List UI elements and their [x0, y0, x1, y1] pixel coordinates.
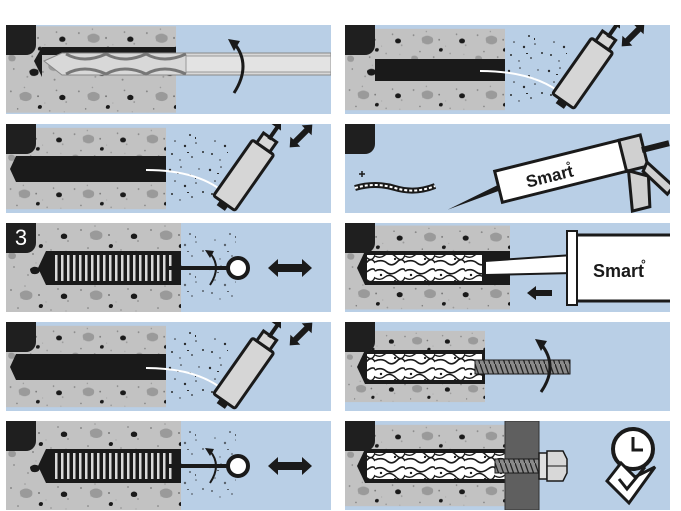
blowout-illustration: [6, 124, 331, 213]
step-panel-10: [345, 421, 670, 510]
step-badge: [345, 25, 375, 55]
dispense-illustration: Smart °: [345, 124, 670, 213]
inject-illustration: Smart °: [345, 223, 670, 312]
step-badge: [345, 124, 375, 154]
step-badge: [345, 223, 375, 253]
brush-illustration: [6, 223, 331, 312]
insert-rod-illustration: [345, 322, 670, 411]
step-badge: [345, 421, 375, 451]
clock-icon: [613, 429, 653, 469]
step-badge: [6, 421, 36, 451]
step-panel-9: [6, 421, 331, 510]
blowout-illustration: [345, 25, 670, 114]
brand-label: Smart: [593, 261, 644, 281]
step-panel-4: Smart °: [345, 124, 670, 213]
step-panel-8: [345, 322, 670, 411]
blowout-illustration: [6, 322, 331, 411]
step-panel-3: [6, 124, 331, 213]
step-badge: [345, 322, 375, 352]
drill-bit-icon: [44, 53, 331, 75]
step-badge: [6, 124, 36, 154]
brand-symbol: °: [641, 257, 646, 271]
step-badge: 3: [6, 223, 36, 253]
step-badge: [6, 25, 36, 55]
drill-illustration: [6, 25, 331, 114]
step-panel-2: [345, 25, 670, 114]
step-panel-5: 3: [6, 223, 331, 312]
brush-illustration: [6, 421, 331, 510]
cure-illustration: [345, 421, 670, 510]
step-badge: [6, 322, 36, 352]
step-panel-7: [6, 322, 331, 411]
step-panel-6: Smart °: [345, 223, 670, 312]
step-panel-1: [6, 25, 331, 114]
